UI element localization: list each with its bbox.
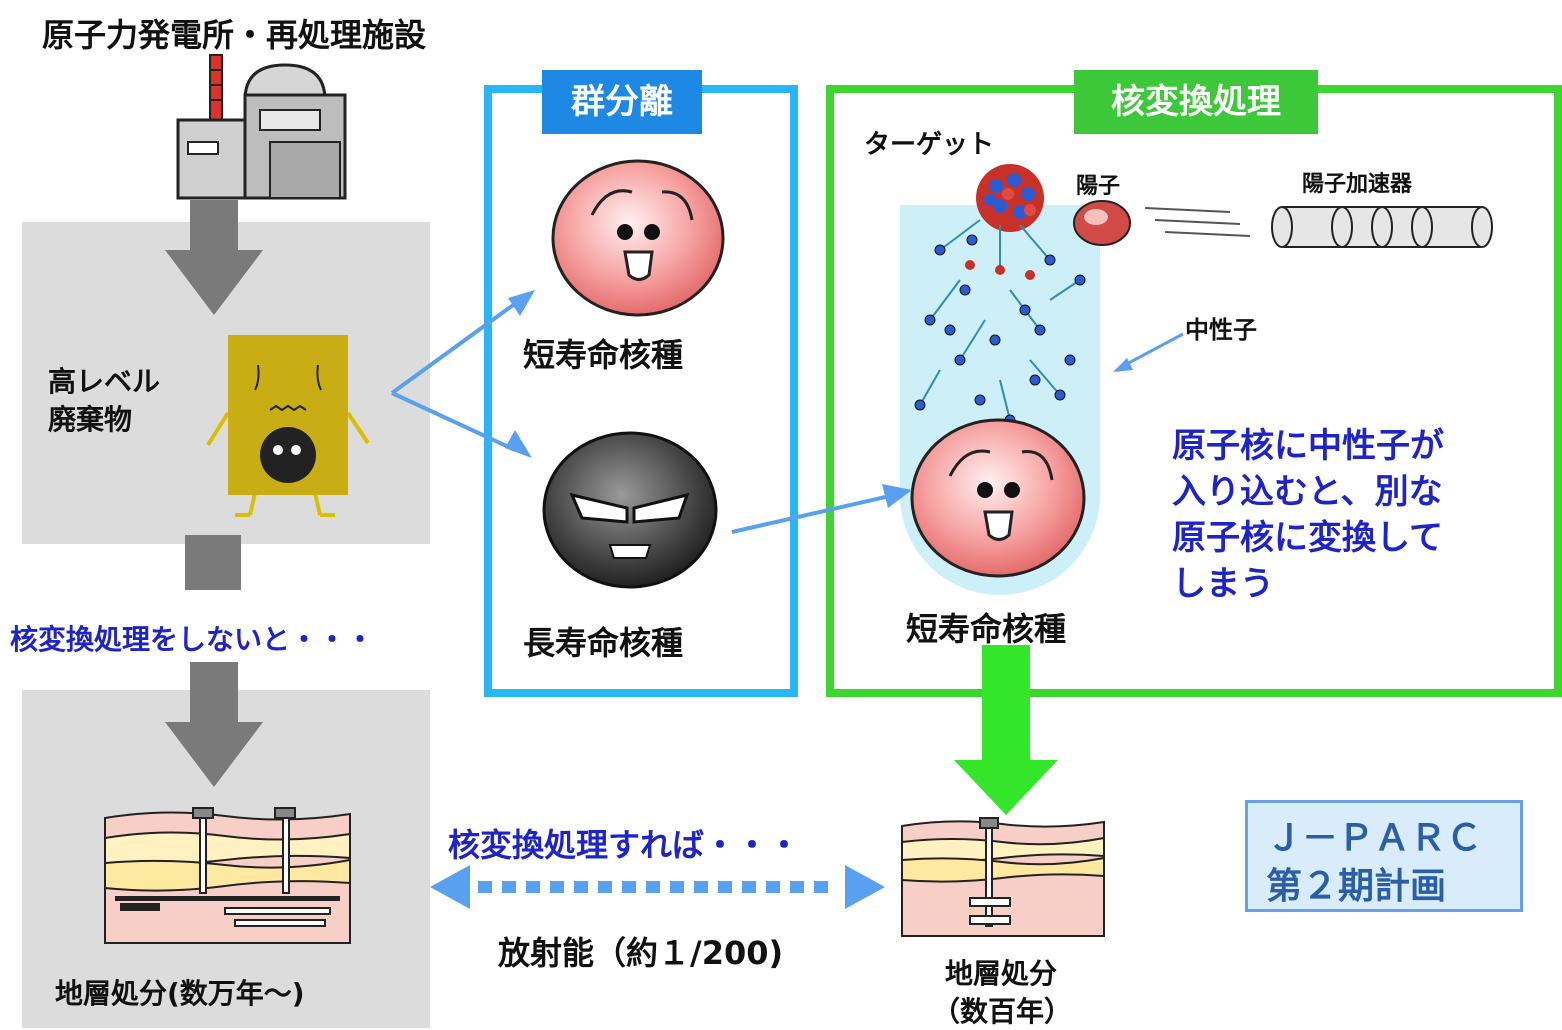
explanation-line-2: 入り込むと、別な	[1172, 472, 1443, 512]
green-down-arrow-icon	[954, 645, 1058, 815]
geological-layers-icon	[104, 807, 351, 944]
hlw-label-2: 廃棄物	[48, 403, 133, 436]
down-arrow-icon	[165, 200, 263, 315]
partitioning-tag: 群分離	[542, 70, 702, 134]
power-plant-icon	[176, 54, 347, 200]
gray-connector	[185, 535, 241, 590]
long-lived-label: 長寿命核種	[523, 624, 684, 662]
transmutation-tag: 核変換処理	[1074, 70, 1318, 134]
with-transmutation-note: 核変換処理すれば・・・	[448, 826, 801, 864]
proton-icon	[1073, 200, 1131, 246]
disposal-short-label-2: （数百年）	[932, 995, 1073, 1028]
geological-layers-small-icon	[901, 817, 1105, 937]
explanation-line-4: しまう	[1172, 564, 1274, 604]
down-arrow-icon	[165, 662, 263, 787]
radioactivity-note: 放射能（約１/200)	[498, 934, 784, 972]
hlw-label-1: 高レベル	[48, 365, 161, 398]
transmuted-nuclide-icon	[910, 418, 1086, 578]
waste-character-icon	[206, 335, 370, 517]
transmutation-arrow	[731, 484, 912, 534]
short-lived-label: 短寿命核種	[523, 336, 684, 374]
long-lived-nuclide-icon	[542, 431, 718, 589]
target-label: ターゲット	[864, 130, 995, 160]
explanation-line-3: 原子核に変換して	[1172, 518, 1443, 558]
jparc-line-1: Ｊ－ＰＡＲＣ	[1266, 818, 1483, 859]
page-title: 原子力発電所・再処理施設	[42, 16, 427, 54]
speed-lines	[1144, 207, 1251, 237]
disposal-short-label-1: 地層処分	[945, 957, 1058, 990]
disposal-long-label: 地層処分(数万年〜)	[55, 977, 305, 1010]
accelerator-label: 陽子加速器	[1302, 172, 1413, 197]
no-transmutation-note: 核変換処理をしないと・・・	[10, 623, 375, 656]
neutron-pointer-arrow	[1113, 332, 1184, 372]
neutron-label: 中性子	[1185, 316, 1257, 344]
split-arrows	[390, 290, 535, 458]
neutron-scatter	[914, 219, 1086, 426]
target-nucleus-icon	[976, 164, 1044, 232]
jparc-box: Ｊ－ＰＡＲＣ 第２期計画	[1245, 800, 1523, 912]
proton-label: 陽子	[1076, 174, 1121, 199]
transmuted-label: 短寿命核種	[906, 610, 1067, 648]
comparison-double-arrow	[430, 865, 885, 909]
short-lived-nuclide-icon	[551, 159, 725, 317]
jparc-line-2: 第２期計画	[1266, 866, 1447, 907]
accelerator-icon	[1271, 206, 1493, 248]
explanation-line-1: 原子核に中性子が	[1172, 426, 1444, 466]
